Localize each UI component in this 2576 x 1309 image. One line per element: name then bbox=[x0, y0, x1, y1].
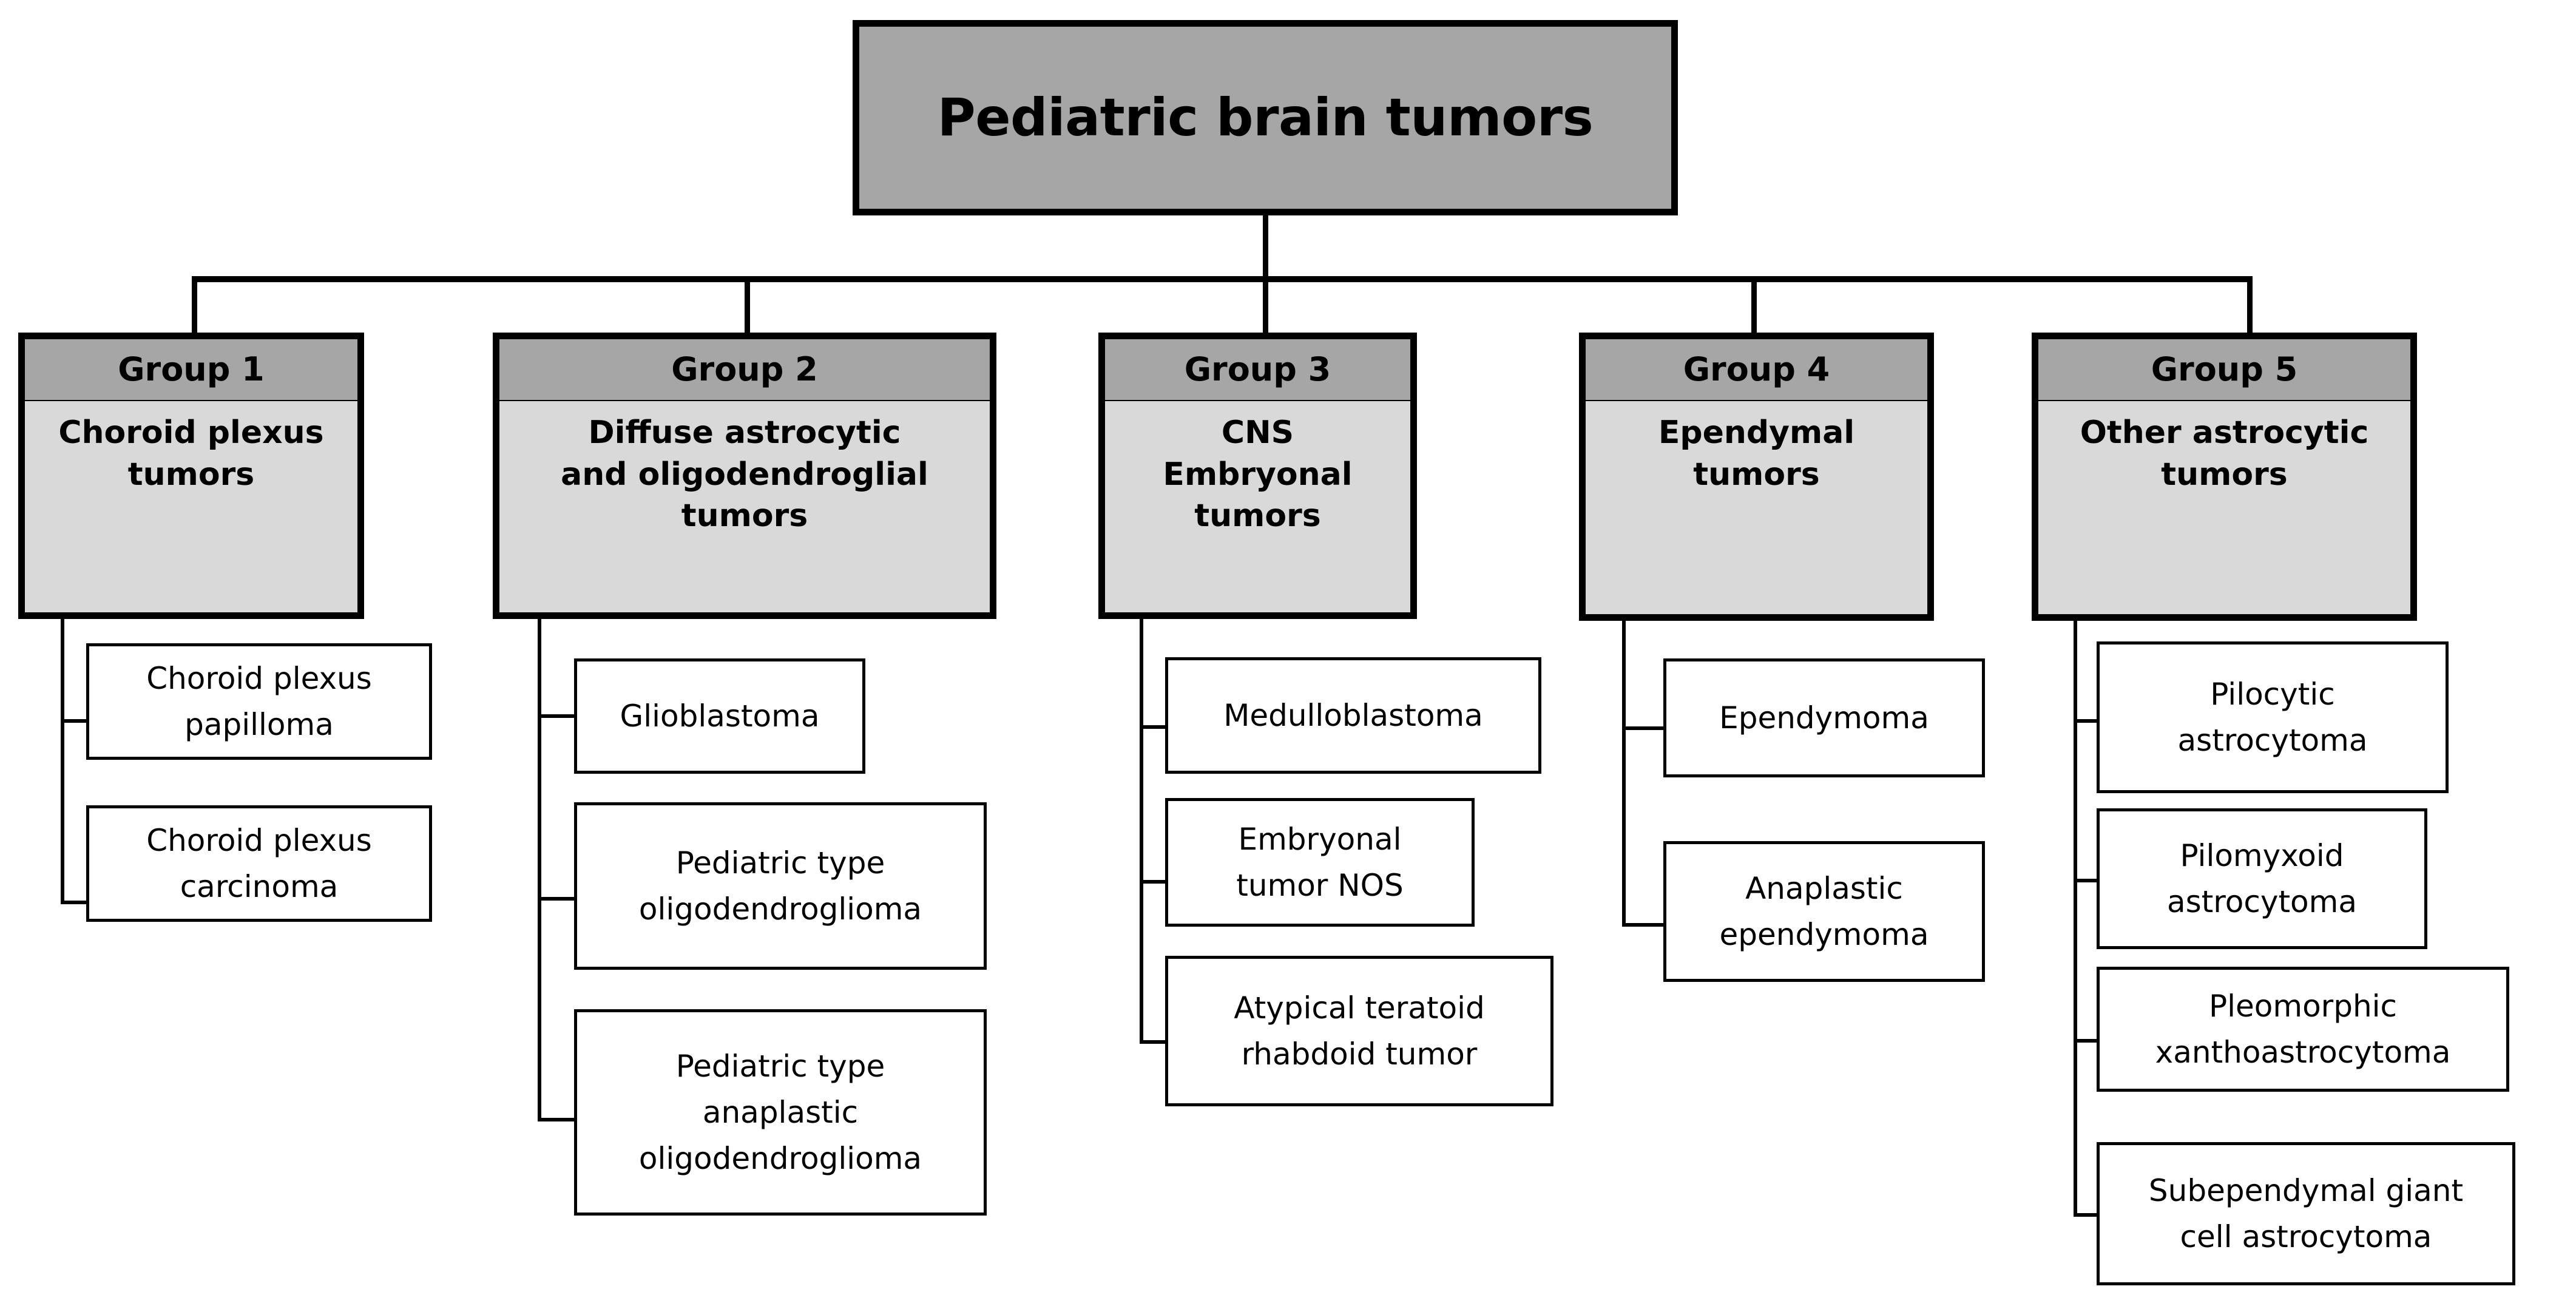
group-3-child-stub-1 bbox=[1140, 725, 1166, 729]
group-5-child-stub-4 bbox=[2074, 1213, 2098, 1217]
group-2-child-spine bbox=[538, 619, 541, 1121]
leaf-label-pilocytic-astrocytoma: Pilocytic astrocytoma bbox=[2177, 677, 2368, 758]
leaf-label-subependymal-giant-cell-astrocytoma: Subependymal giant cell astrocytoma bbox=[2148, 1173, 2464, 1254]
leaf-label-pediatric-type-anaplastic-oligodendroglioma: Pediatric type anaplastic oligodendrogli… bbox=[638, 1049, 922, 1176]
leaf-label-choroid-plexus-papilloma: Choroid plexus papilloma bbox=[146, 661, 372, 742]
group-5-child-stub-1 bbox=[2074, 719, 2098, 723]
leaf-label-pilomyxoid-astrocytoma: Pilomyxoid astrocytoma bbox=[2167, 838, 2357, 919]
group-4-child-stub-2 bbox=[1622, 923, 1665, 927]
leaf-node-pleomorphic-xanthoastrocytoma: Pleomorphic xanthoastrocytoma bbox=[2097, 967, 2509, 1092]
leaf-node-atypical-teratoid-rhabdoid-tumor: Atypical teratoid rhabdoid tumor bbox=[1165, 956, 1553, 1106]
group-4-child-spine bbox=[1622, 621, 1626, 927]
leaf-node-pilocytic-astrocytoma: Pilocytic astrocytoma bbox=[2097, 641, 2449, 793]
group-header-2: Group 2 bbox=[499, 339, 990, 401]
group-1-child-stub-2 bbox=[61, 901, 87, 904]
group-title-1: Choroid plexus tumors bbox=[58, 414, 324, 493]
root-bus-connector bbox=[192, 276, 2253, 282]
group-body-3: CNS Embryonal tumors bbox=[1105, 401, 1410, 612]
leaf-node-subependymal-giant-cell-astrocytoma: Subependymal giant cell astrocytoma bbox=[2097, 1142, 2515, 1285]
group-node-1: Group 1 Choroid plexus tumors bbox=[18, 333, 364, 619]
leaf-node-choroid-plexus-carcinoma: Choroid plexus carcinoma bbox=[86, 805, 432, 922]
group-3-child-stub-2 bbox=[1140, 880, 1166, 884]
group-title-4: Ependymal tumors bbox=[1658, 414, 1855, 493]
leaf-node-ependymoma: Ependymoma bbox=[1663, 658, 1985, 777]
leaf-label-atypical-teratoid-rhabdoid-tumor: Atypical teratoid rhabdoid tumor bbox=[1234, 990, 1485, 1072]
group-title-2: Diffuse astrocytic and oligodendroglial … bbox=[561, 414, 928, 535]
leaf-node-pilomyxoid-astrocytoma: Pilomyxoid astrocytoma bbox=[2097, 808, 2427, 949]
leaf-label-pediatric-type-oligodendroglioma: Pediatric type oligodendroglioma bbox=[638, 845, 922, 927]
group-2-child-stub-3 bbox=[538, 1118, 575, 1121]
group-header-label-5: Group 5 bbox=[2151, 350, 2298, 388]
group-header-label-1: Group 1 bbox=[118, 350, 265, 388]
group-5-child-stub-3 bbox=[2074, 1039, 2098, 1043]
group-1-child-stub-1 bbox=[61, 719, 87, 723]
group-body-4: Ependymal tumors bbox=[1586, 401, 1927, 614]
group-header-1: Group 1 bbox=[25, 339, 357, 401]
root-node-label: Pediatric brain tumors bbox=[937, 87, 1594, 148]
group-title-5: Other astrocytic tumors bbox=[2080, 414, 2369, 493]
leaf-node-choroid-plexus-papilloma: Choroid plexus papilloma bbox=[86, 643, 432, 760]
group-header-5: Group 5 bbox=[2038, 339, 2410, 401]
group-body-1: Choroid plexus tumors bbox=[25, 401, 357, 612]
leaf-node-anaplastic-ependymoma: Anaplastic ependymoma bbox=[1663, 841, 1985, 982]
group-node-4: Group 4 Ependymal tumors bbox=[1579, 333, 1934, 621]
group-header-4: Group 4 bbox=[1586, 339, 1927, 401]
root-trunk-connector bbox=[1263, 215, 1268, 280]
leaf-node-pediatric-type-anaplastic-oligodendroglioma: Pediatric type anaplastic oligodendrogli… bbox=[574, 1009, 987, 1216]
leaf-node-embryonal-tumor-nos: Embryonal tumor NOS bbox=[1165, 798, 1475, 927]
leaf-label-anaplastic-ependymoma: Anaplastic ependymoma bbox=[1719, 871, 1929, 952]
group-header-label-3: Group 3 bbox=[1184, 350, 1331, 388]
leaf-label-choroid-plexus-carcinoma: Choroid plexus carcinoma bbox=[146, 823, 372, 904]
group-node-5: Group 5 Other astrocytic tumors bbox=[2032, 333, 2417, 621]
leaf-label-medulloblastoma: Medulloblastoma bbox=[1223, 698, 1483, 733]
group-drop-connector-3 bbox=[1263, 276, 1268, 333]
leaf-label-embryonal-tumor-nos: Embryonal tumor NOS bbox=[1236, 822, 1404, 903]
leaf-node-glioblastoma: Glioblastoma bbox=[574, 658, 865, 774]
leaf-node-pediatric-type-oligodendroglioma: Pediatric type oligodendroglioma bbox=[574, 802, 987, 970]
group-4-child-stub-1 bbox=[1622, 726, 1665, 730]
leaf-label-ependymoma: Ependymoma bbox=[1719, 700, 1929, 736]
group-title-3: CNS Embryonal tumors bbox=[1163, 414, 1353, 535]
group-drop-connector-2 bbox=[745, 276, 750, 333]
group-drop-connector-4 bbox=[1751, 276, 1757, 333]
root-node-pediatric-brain-tumors: Pediatric brain tumors bbox=[853, 20, 1678, 215]
group-3-child-spine bbox=[1140, 619, 1143, 1044]
group-2-child-stub-1 bbox=[538, 714, 575, 718]
group-header-label-4: Group 4 bbox=[1683, 350, 1830, 388]
group-body-2: Diffuse astrocytic and oligodendroglial … bbox=[499, 401, 990, 612]
leaf-label-pleomorphic-xanthoastrocytoma: Pleomorphic xanthoastrocytoma bbox=[2155, 989, 2451, 1070]
group-drop-connector-5 bbox=[2247, 276, 2253, 333]
group-5-child-spine bbox=[2074, 621, 2077, 1217]
group-header-label-2: Group 2 bbox=[671, 350, 818, 388]
group-5-child-stub-2 bbox=[2074, 879, 2098, 882]
group-node-3: Group 3 CNS Embryonal tumors bbox=[1098, 333, 1417, 619]
group-node-2: Group 2 Diffuse astrocytic and oligodend… bbox=[493, 333, 996, 619]
group-3-child-stub-3 bbox=[1140, 1040, 1166, 1044]
group-header-3: Group 3 bbox=[1105, 339, 1410, 401]
group-2-child-stub-2 bbox=[538, 897, 575, 901]
group-1-child-spine bbox=[61, 619, 64, 904]
group-drop-connector-1 bbox=[192, 276, 197, 333]
group-body-5: Other astrocytic tumors bbox=[2038, 401, 2410, 614]
leaf-node-medulloblastoma: Medulloblastoma bbox=[1165, 657, 1541, 774]
leaf-label-glioblastoma: Glioblastoma bbox=[620, 698, 820, 734]
